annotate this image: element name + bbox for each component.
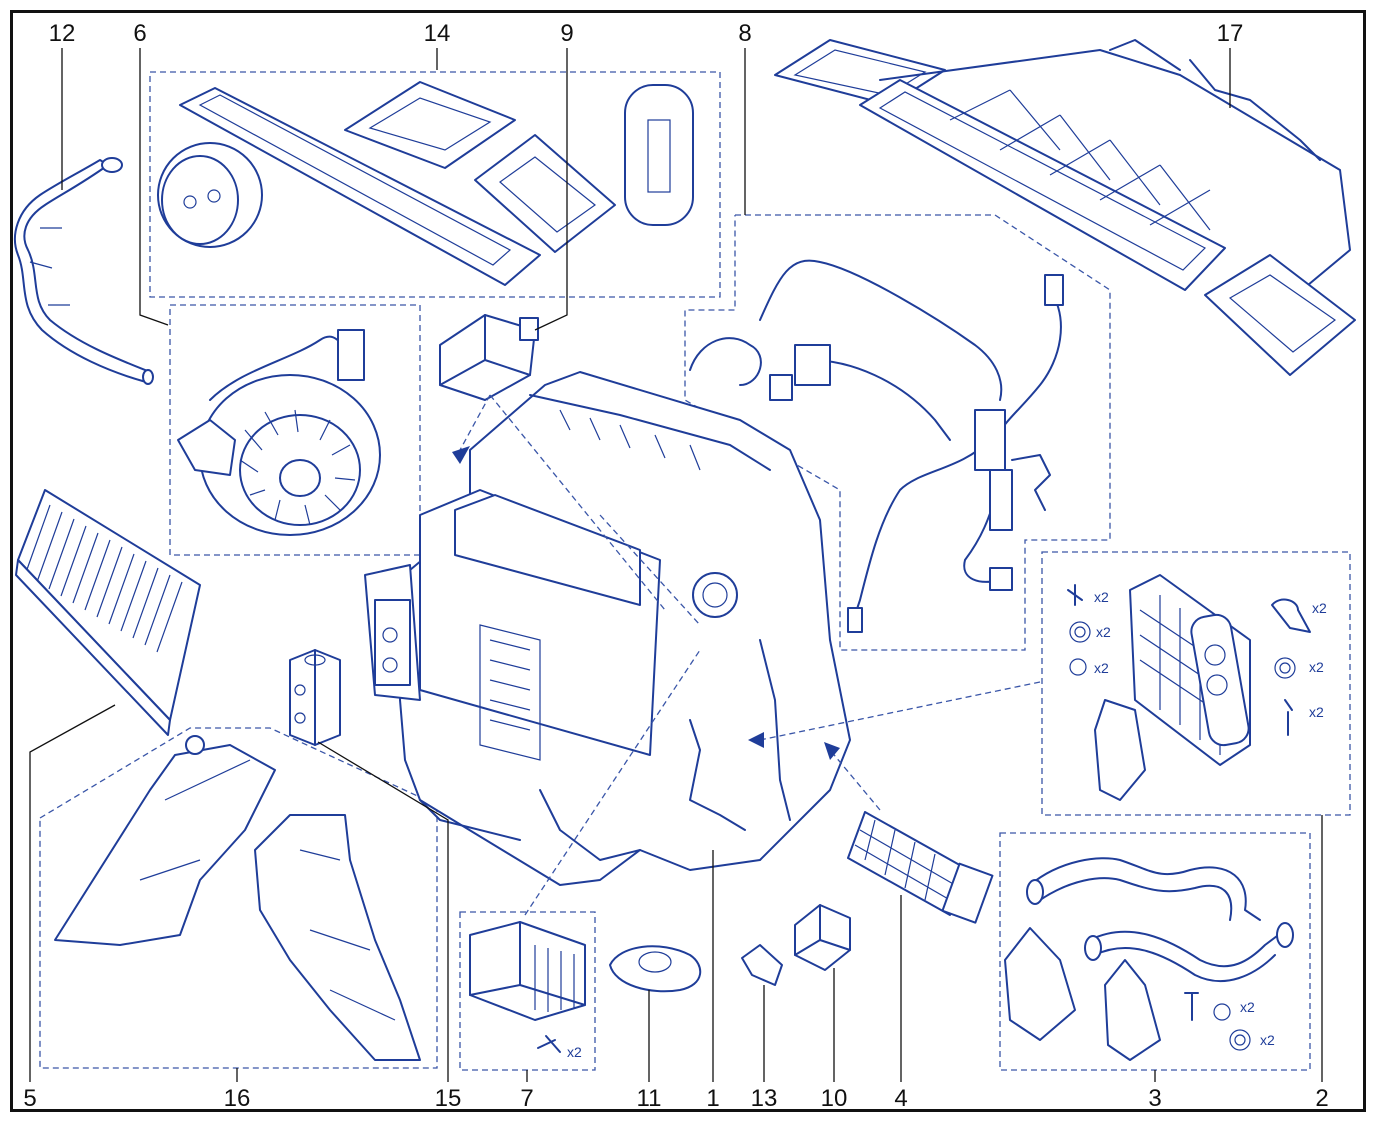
callout-13: 13 bbox=[750, 1085, 778, 1112]
callout-5: 5 bbox=[23, 1085, 37, 1112]
part-10-control-module bbox=[794, 904, 851, 971]
part-13-sensor bbox=[741, 944, 783, 986]
qty-label-clip-2: x2 bbox=[1312, 600, 1327, 616]
callout-11: 11 bbox=[636, 1085, 662, 1112]
diagram-frame bbox=[10, 10, 1366, 1112]
callout-1: 1 bbox=[706, 1085, 720, 1112]
callout-4: 4 bbox=[894, 1085, 908, 1112]
group-box-14 bbox=[149, 71, 721, 298]
qty-label-screw-7: x2 bbox=[567, 1044, 582, 1060]
part-5-cabin-filter bbox=[15, 489, 201, 736]
leader-5 bbox=[29, 704, 116, 1082]
leader-15 bbox=[317, 741, 449, 1082]
callout-2: 2 bbox=[1315, 1085, 1329, 1112]
group-box-2 bbox=[1041, 551, 1351, 816]
qty-label-oring-3: x2 bbox=[1240, 999, 1255, 1015]
part-8-wiring-harness bbox=[689, 259, 1064, 633]
callout-17: 17 bbox=[1216, 20, 1244, 47]
part-11-gasket bbox=[609, 945, 702, 993]
callout-16: 16 bbox=[223, 1085, 251, 1112]
qty-label-oring-2: x2 bbox=[1094, 660, 1109, 676]
part-7-blower-resistor bbox=[469, 921, 586, 1053]
qty-label-bolt-2: x2 bbox=[1309, 704, 1324, 720]
callout-leaders bbox=[29, 48, 1323, 1082]
callout-7: 7 bbox=[520, 1085, 534, 1112]
leader-9 bbox=[534, 48, 568, 331]
callout-10: 10 bbox=[820, 1085, 848, 1112]
qty-label-screw-2: x2 bbox=[1094, 589, 1109, 605]
qty-label-washer-3: x2 bbox=[1260, 1032, 1275, 1048]
part-12-drain-hose bbox=[14, 157, 154, 385]
callout-14: 14 bbox=[423, 20, 451, 47]
part-2-evaporator-kit bbox=[1067, 574, 1311, 801]
part-9-actuator bbox=[439, 314, 539, 401]
part-14-seal-kit bbox=[157, 81, 694, 286]
part-3-pipe-kit bbox=[1004, 857, 1294, 1061]
callout-6: 6 bbox=[133, 20, 147, 47]
group-box-6 bbox=[169, 304, 421, 556]
assembly-arrows bbox=[452, 394, 1041, 916]
part-16-air-ducting bbox=[54, 735, 421, 1061]
callout-9: 9 bbox=[560, 20, 574, 47]
leader-6 bbox=[139, 48, 169, 326]
group-box-8 bbox=[684, 214, 1111, 651]
part-17-air-duct bbox=[774, 39, 1356, 376]
part-6-blower-motor bbox=[177, 329, 381, 536]
part-1-hvac-housing bbox=[364, 371, 851, 886]
qty-label-washer-2b: x2 bbox=[1309, 659, 1324, 675]
callout-15: 15 bbox=[434, 1085, 462, 1112]
group-box-16 bbox=[39, 727, 438, 1069]
part-15-expansion-valve bbox=[289, 649, 341, 746]
callout-12: 12 bbox=[48, 20, 76, 47]
callout-8: 8 bbox=[738, 20, 752, 47]
qty-label-washer-2a: x2 bbox=[1096, 624, 1111, 640]
part-4-heater-core bbox=[847, 811, 994, 924]
callout-3: 3 bbox=[1148, 1085, 1162, 1112]
